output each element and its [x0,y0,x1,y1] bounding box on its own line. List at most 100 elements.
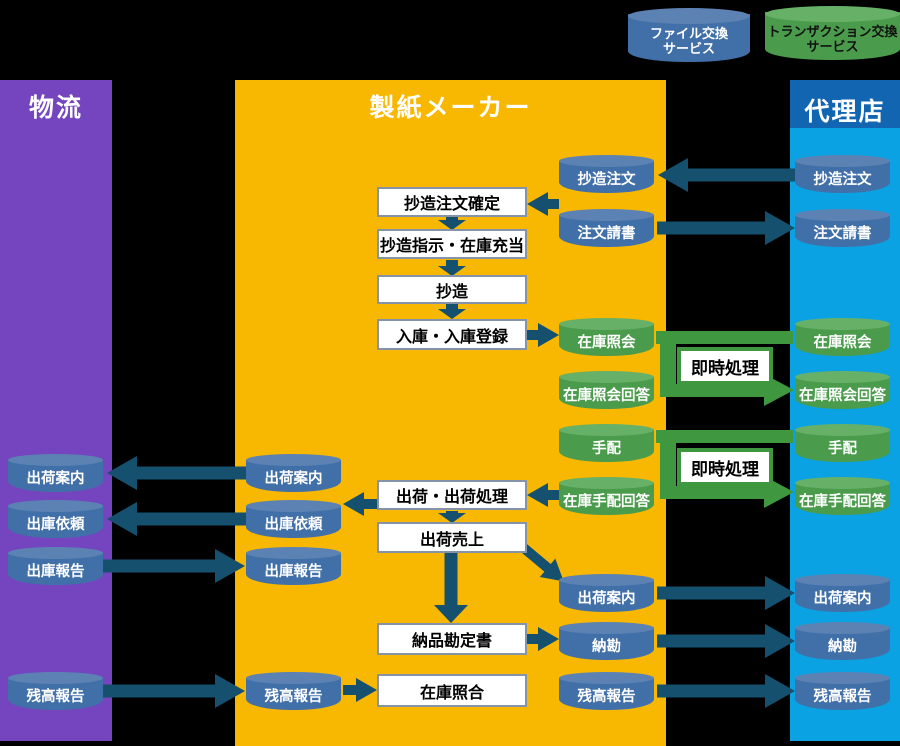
box-label: 在庫照合 [419,684,484,702]
box-label: 入庫・入庫登録 [395,328,508,346]
arrow-head [438,309,466,319]
agency-title: 代理店 [804,98,886,126]
arrow-shaft [527,634,541,644]
mfr-stock-inquiry-reply-cylinder: 在庫照会回答 [559,371,654,409]
cylinder-label: 出荷案内 [264,471,323,487]
arrow-head [438,220,466,230]
box-warehouse-in-registration: 入庫・入庫登録 [377,319,527,350]
arrow-head [356,678,377,702]
cylinder-label: 残高報告 [813,689,872,705]
agency-papermaking-order-cylinder: 抄造注文 [795,155,890,193]
cylinder-label: 在庫照会 [577,335,636,351]
mfr-shipping-notice-cylinder: 出荷案内 [246,454,341,492]
box-label: 納品勘定書 [411,633,492,650]
instant2-bottom-bar [660,486,764,499]
arrow-mfr-to-agency-order-acknowledgment [657,210,795,246]
logistics-title: 物流 [28,94,83,122]
cylinder-label: 注文請書 [577,226,636,242]
mfr-delivery-account-cylinder: 納勘 [559,622,654,660]
cylinder-label: 抄造注文 [813,172,872,188]
arrow-mfr-to-agency-balance-report [657,673,795,709]
agency-header-band [790,80,900,128]
cylinder-label: 在庫手配回答 [799,494,886,510]
arrow-shaft [657,684,769,698]
arrow-shaft [133,512,246,526]
agency-delivery-account-cylinder: 納勘 [795,622,890,660]
arrow-instruction-to-papermaking [435,260,469,276]
agency-shipping-notice-cylinder: 出荷案内 [795,574,890,612]
arrow-balance-report-to-stock-reconciliation [343,676,377,704]
cylinder-label: 納勘 [592,639,621,655]
arrow-head [215,674,245,708]
cylinder-label: 出庫依頼 [26,517,85,533]
cylinder-label: 出荷案内 [577,591,636,607]
arrow-shaft [527,330,541,340]
mfr-stock-inquiry-cylinder: 在庫照会 [559,318,654,356]
arrow-warehouse-in-to-stock-inquiry [527,321,559,349]
arrow-head [438,513,466,523]
arrow-shaft [446,304,458,310]
arrow-head [765,674,795,708]
cylinder-label: 残高報告 [26,689,85,705]
cylinder-label: 出荷案内 [26,471,85,487]
cylinder-label: 手配 [828,441,857,457]
cylinder-label: 残高報告 [577,689,636,705]
mfr-papermaking-order-cylinder: 抄造注文 [559,155,654,193]
arrow-shaft [361,499,377,509]
cylinder-label: 抄造注文 [577,172,636,188]
arrow-order-cylinder-to-confirm-box [527,190,559,218]
arrow-shaft [657,221,769,235]
mfr-warehouse-out-report-cylinder: 出庫報告 [246,547,341,585]
arrow-shaft [657,586,769,600]
arrow-papermaking-to-warehouse-in [435,304,469,319]
box-label: 出荷・出荷処理 [395,489,508,506]
agency-order-acknowledgment-cylinder: 注文請書 [795,209,890,247]
file-exchange-service-label: ファイル交換 サービス [628,20,750,62]
transaction-exchange-service-label: トランザクション交換 サービス [765,18,900,60]
arrow-logistics-to-mfr-balance-report [101,673,245,709]
arrow-logistics-to-mfr-warehouse-out-report [101,548,245,584]
arrow-shaft [101,684,219,698]
arrow-mfr-to-agency-delivery-account [657,623,795,659]
arrow-head [527,192,548,216]
arrow-shipping-box-to-warehouse-out-request [343,490,377,518]
box-stock-reconciliation: 在庫照合 [377,674,527,707]
arrow-shipping-to-sales [435,511,469,523]
cylinder-label: 納勘 [828,639,857,655]
instant-processing-box-1: 即時処理 [677,347,773,385]
arrow-shaft [133,466,246,480]
instant1-top-bar [656,331,793,344]
arrow-head [765,624,795,658]
box-shipping-process: 出荷・出荷処理 [377,480,527,510]
agency-stock-inquiry-reply-cylinder: 在庫照会回答 [795,371,890,409]
logistics-warehouse-out-report-cylinder: 出庫報告 [8,547,103,585]
cylinder-label: 出庫報告 [26,564,85,580]
cylinder-label: 在庫照会回答 [563,388,650,404]
arrow-agency-to-mfr-papermaking-order [658,157,795,193]
file-exchange-service-cylinder: ファイル交換 サービス [628,8,750,62]
arrow-shaft [545,490,559,500]
transaction-service-line1: トランザクション交換 [767,23,898,39]
mfr-stock-arrangement-reply-cylinder: 在庫手配回答 [559,477,654,515]
arrow-stock-arrangement-reply-to-shipping-box [527,481,559,509]
instant1-left-bar [660,331,676,397]
cylinder-label: 出庫報告 [264,564,323,580]
cylinder-label: 注文請書 [813,226,872,242]
arrow-shaft [446,511,458,514]
arrow-head [343,492,364,516]
transaction-exchange-service-cylinder: トランザクション交換 サービス [765,6,900,60]
box-label: 抄造指示・在庫充当 [379,238,524,255]
arrow-mfr-to-logistics-warehouse-out-request [107,501,246,537]
manufacturer-title: 製紙メーカー [369,94,532,122]
arrow-head [107,456,137,490]
agency-balance-report-cylinder: 残高報告 [795,672,890,710]
box-shipping-sales: 出荷売上 [377,522,527,553]
arrow-head [765,211,795,245]
arrow-confirm-to-instruction [435,216,469,230]
arrow-shaft [545,199,559,209]
cylinder-label: 在庫照会回答 [799,388,886,404]
arrow-shaft [446,216,458,221]
arrow-sales-to-delivery-statement [433,553,469,623]
logistics-balance-report-cylinder: 残高報告 [8,672,103,710]
arrow-shaft [657,634,769,648]
